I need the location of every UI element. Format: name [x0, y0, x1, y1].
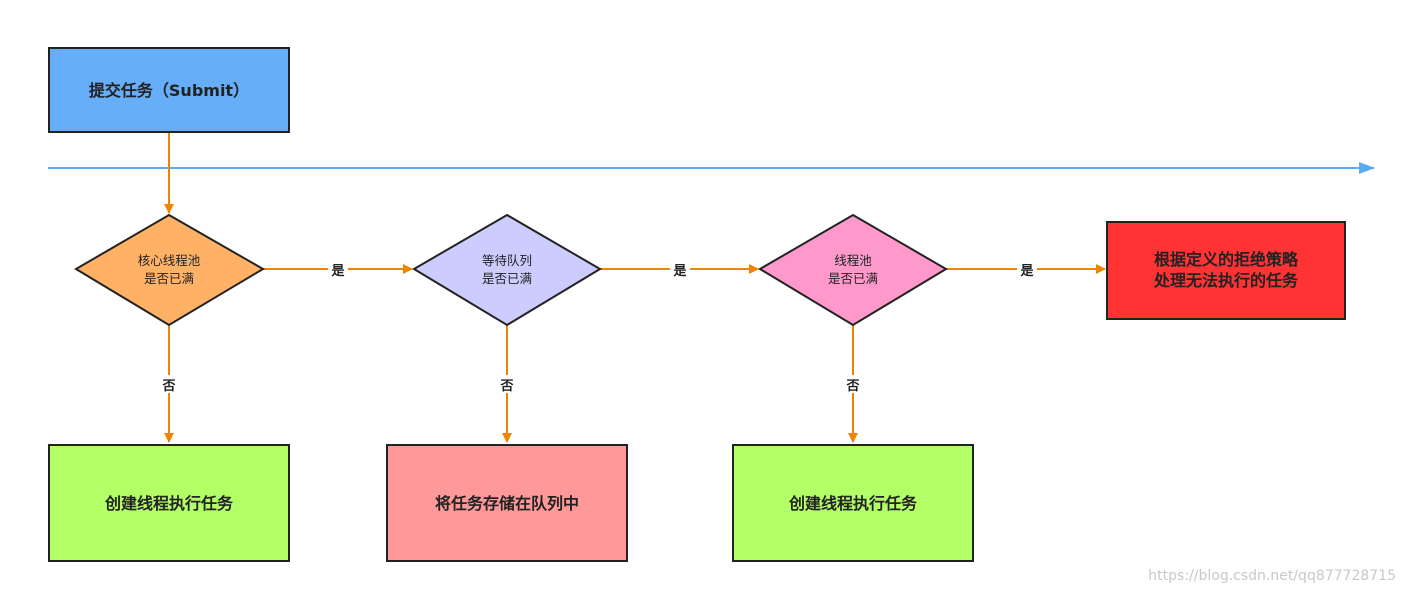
create-core-thread-label: 创建线程执行任务: [104, 494, 234, 513]
edge-labels: 是 是 是 否 否 否: [159, 260, 1037, 394]
submit-task-label: 提交任务（Submit）: [89, 81, 249, 100]
pool-label-line1: 线程池: [834, 253, 872, 268]
core-pool-label-line1: 核心线程池: [138, 253, 201, 268]
edge-label-no-1: 否: [161, 379, 175, 394]
queue-label-line2: 是否已满: [482, 271, 532, 286]
edge-label-yes-1: 是: [330, 264, 345, 279]
edge-label-yes-3: 是: [1019, 264, 1034, 279]
edges: [164, 132, 1106, 443]
watermark-url: https://blog.csdn.net/qq877728715: [1148, 568, 1396, 584]
reject-label-line1: 根据定义的拒绝策略: [1154, 250, 1299, 269]
create-thread-node: 创建线程执行任务: [732, 444, 974, 562]
queue-full-decision: 等待队列 是否已满: [412, 213, 602, 327]
enqueue-task-label: 将任务存储在队列中: [435, 494, 579, 513]
create-thread-label: 创建线程执行任务: [788, 494, 918, 513]
pool-full-decision: 线程池 是否已满: [758, 213, 948, 327]
edge-label-no-3: 否: [845, 379, 859, 394]
edge-label-yes-2: 是: [672, 264, 687, 279]
edge-label-no-2: 否: [499, 379, 513, 394]
queue-label-line1: 等待队列: [482, 253, 532, 268]
core-pool-full-decision: 核心线程池 是否已满: [74, 213, 265, 327]
core-pool-label-line2: 是否已满: [144, 271, 194, 286]
create-core-thread-node: 创建线程执行任务: [48, 444, 290, 562]
reject-label-line2: 处理无法执行的任务: [1153, 271, 1299, 290]
pool-label-line2: 是否已满: [828, 271, 878, 286]
submit-task-node: 提交任务（Submit）: [48, 47, 290, 133]
enqueue-task-node: 将任务存储在队列中: [386, 444, 628, 562]
reject-policy-node: 根据定义的拒绝策略 处理无法执行的任务: [1106, 221, 1346, 320]
